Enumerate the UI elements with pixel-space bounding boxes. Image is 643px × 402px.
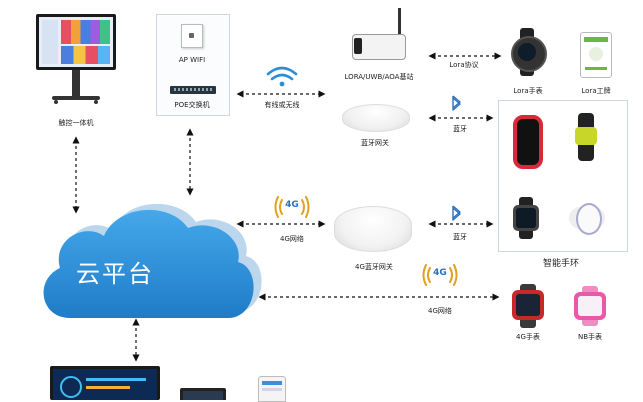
smart-bracelet-group	[498, 100, 628, 252]
phone-device	[258, 376, 286, 402]
4g-signal-text: 4G	[285, 200, 299, 210]
label-lora-gateway: LORA/UWB/AOA基站	[344, 73, 414, 81]
poe-switch-device	[170, 86, 216, 94]
label-touch-panel: 触控一体机	[58, 119, 94, 127]
4g-bt-gateway-device	[334, 206, 412, 252]
label-lora-badge: Lora工牌	[581, 87, 611, 95]
bt-gateway-device	[342, 104, 410, 132]
label-lora-watch: Lora手表	[513, 87, 543, 95]
label-4g-bt-gateway: 4G蓝牙网关	[355, 263, 393, 271]
label-smart-bracelet: 智能手环	[542, 259, 579, 269]
touch-panel-device	[36, 14, 116, 104]
lora-badge-device	[580, 32, 612, 78]
label-bluetooth-2: 蓝牙	[453, 233, 467, 241]
4g-watch-device	[510, 284, 546, 328]
label-bluetooth-1: 蓝牙	[453, 125, 467, 133]
label-4g-net-1: 4G网络	[280, 235, 304, 243]
lora-watch-device	[508, 28, 547, 76]
bracelet-yellow	[569, 113, 603, 161]
monitor-dashboard-device	[50, 366, 160, 400]
4g-signal-icon: 4G	[420, 262, 460, 288]
4g-signal-waves	[274, 196, 310, 218]
lora-gateway-device	[352, 8, 408, 64]
label-wired-wireless: 有线或无线	[264, 101, 300, 109]
label-nb-watch: NB手表	[577, 333, 603, 341]
tablet-device	[180, 388, 226, 400]
bracelet-white-round	[569, 199, 605, 237]
label-ap-wifi: AP WIFI	[178, 56, 206, 64]
label-bt-gateway: 蓝牙网关	[361, 139, 389, 147]
4g-signal-waves	[422, 264, 458, 286]
label-lora-protocol: Lora协议	[449, 61, 479, 69]
4g-signal-icon: 4G	[272, 194, 312, 220]
nb-watch-device	[572, 286, 608, 326]
bracelet-black-watch	[511, 197, 541, 239]
label-poe-switch: POE交换机	[174, 101, 210, 109]
ap-wifi-device	[181, 24, 203, 48]
label-4g-watch: 4G手表	[516, 333, 540, 341]
cloud-platform-label: 云平台	[76, 260, 154, 288]
4g-signal-text: 4G	[433, 268, 447, 278]
label-4g-net-2: 4G网络	[428, 307, 452, 315]
bracelet-red	[513, 115, 543, 169]
